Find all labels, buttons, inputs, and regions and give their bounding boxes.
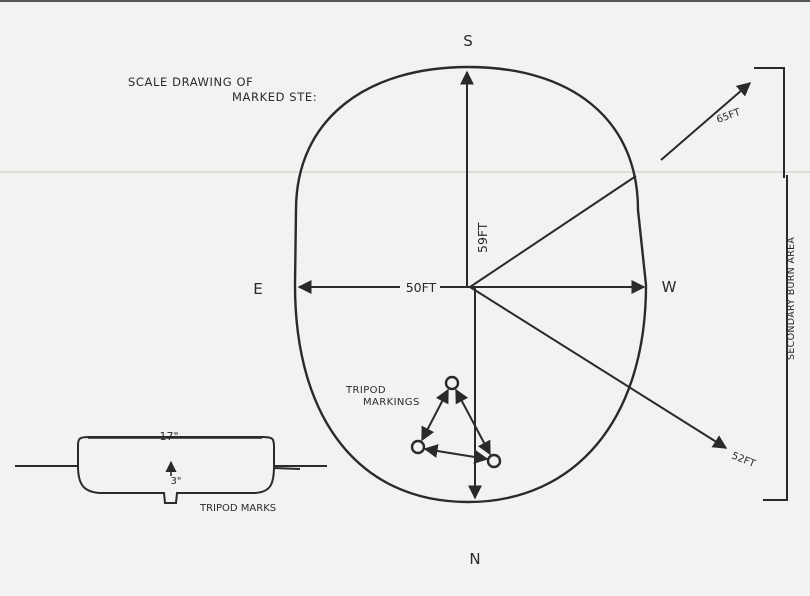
site-outline: [293, 65, 648, 504]
length-label: 59FT: [475, 222, 490, 253]
detail-depth-label: 3": [171, 476, 182, 487]
upper-ray-line: [469, 175, 637, 288]
tripod-side-right: [455, 388, 491, 456]
secondary-area-label: SECONDARY BURN AREA: [786, 237, 797, 360]
tripod-mark-profile: [15, 436, 327, 504]
secondary-area-bracket: [754, 67, 788, 501]
compass-west: W: [662, 278, 677, 296]
detail-width-label: 17": [159, 430, 178, 443]
tripod-mark-top: [444, 375, 460, 391]
tripod-side-left: [421, 388, 449, 442]
tripod-label-line-1: TRIPOD: [345, 385, 386, 396]
compass-north: N: [469, 550, 480, 568]
lower-ray-arrow: [469, 286, 728, 449]
width-label: 50FT: [406, 280, 437, 295]
title-line-2: MARKED STE:: [232, 90, 317, 104]
compass-south: S: [463, 32, 473, 50]
compass-east: E: [253, 280, 262, 298]
tripod-side-bottom: [423, 444, 489, 464]
tripod-label-line-2: MARKINGS: [363, 397, 420, 408]
upper-ray-arrow: [660, 82, 752, 161]
tripod-marks-caption: TRIPOD MARKS: [199, 503, 276, 514]
title-line-1: SCALE DRAWING OF: [128, 75, 253, 89]
